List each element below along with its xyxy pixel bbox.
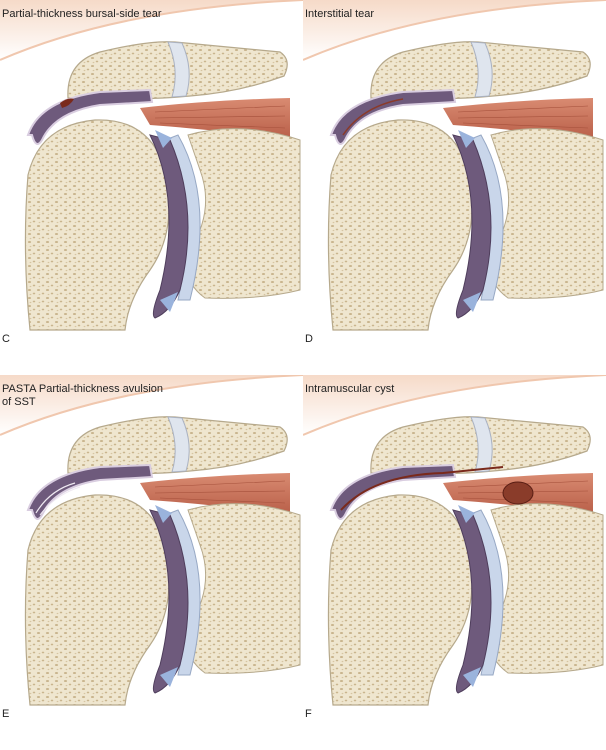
lesion-mark xyxy=(35,482,81,516)
panel-label: Intramuscular cyst xyxy=(305,383,395,395)
panel-label: Interstitial tear xyxy=(305,8,375,20)
shoulder-illustration xyxy=(303,0,606,331)
panel-letter: E xyxy=(2,708,10,720)
panel-label: PASTA Partial-thickness avulsion of SST xyxy=(2,383,163,408)
illustration-panel-e: PASTA Partial-thickness avulsion of SST … xyxy=(0,375,303,750)
lesion-mark xyxy=(60,98,74,108)
panel-letter: F xyxy=(305,708,312,720)
shoulder-illustration xyxy=(0,375,303,706)
panel-letter: C xyxy=(2,333,10,345)
lesion-mark xyxy=(340,466,534,511)
illustration-panel-c: Partial-thickness bursal-side tear C xyxy=(0,0,303,375)
shoulder-illustration xyxy=(303,375,606,706)
panel-label: Partial-thickness bursal-side tear xyxy=(2,8,162,20)
shoulder-illustration xyxy=(0,0,303,331)
lesion-mark xyxy=(342,98,404,136)
illustration-panel-f: Intramuscular cyst F xyxy=(303,375,606,750)
panel-letter: D xyxy=(305,333,313,345)
illustration-panel-d: Interstitial tear D xyxy=(303,0,606,375)
